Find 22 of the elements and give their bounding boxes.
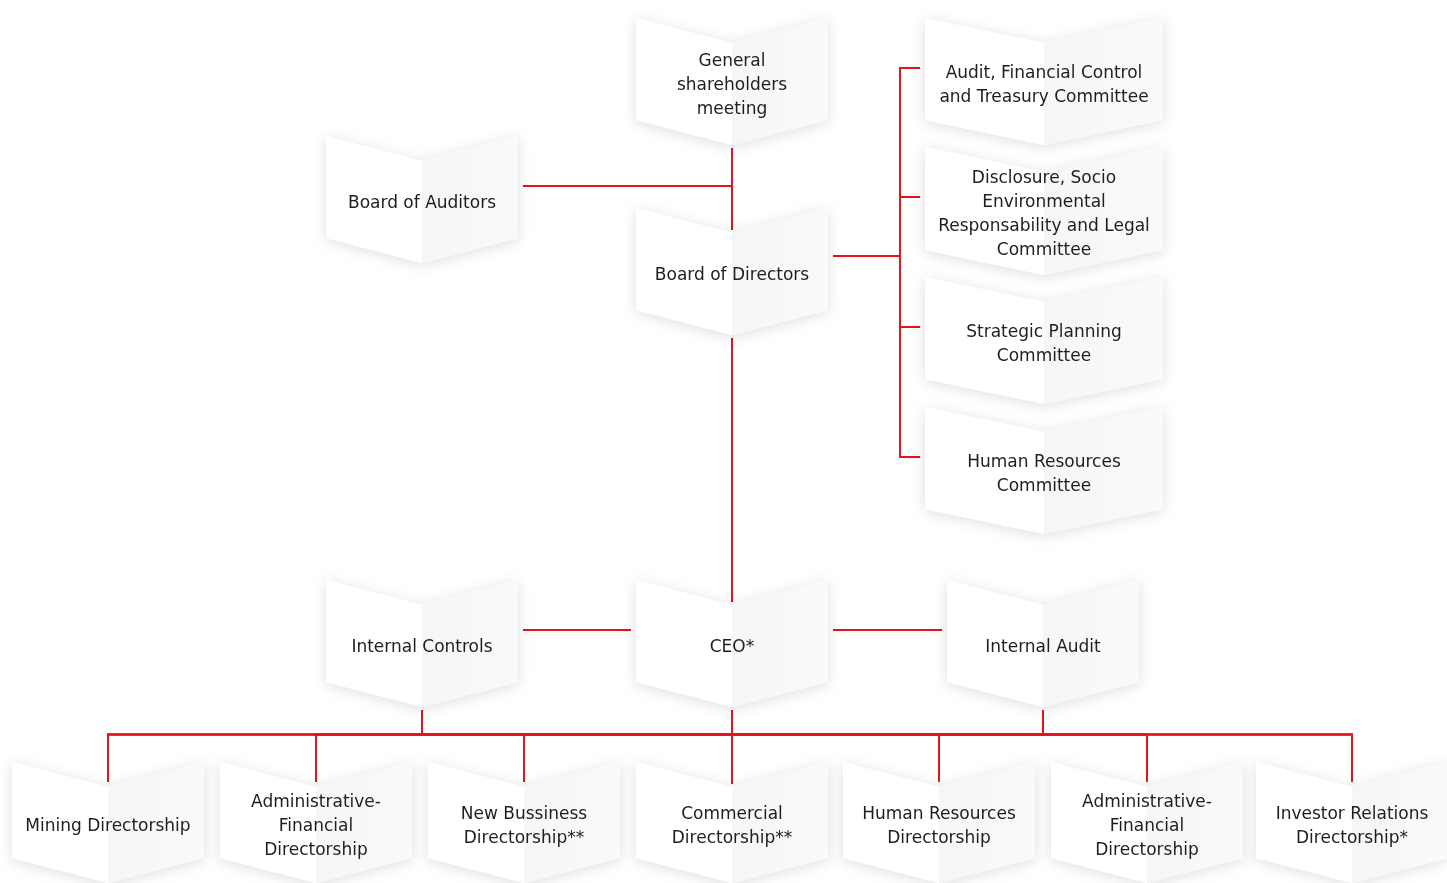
node-label: Human Resources Directorship bbox=[861, 801, 1017, 849]
node-label: Board of Directors bbox=[654, 262, 810, 286]
node-label: Administrative-Financial Directorship bbox=[250, 789, 382, 861]
node-label: Strategic Planning Committee bbox=[965, 319, 1123, 367]
node-label: CEO* bbox=[709, 634, 755, 658]
node-label: Audit, Financial Control and Treasury Committee bbox=[938, 60, 1150, 108]
node-label: Investor Relations Directorship* bbox=[1274, 801, 1430, 849]
node-label: Board of Auditors bbox=[348, 190, 496, 214]
node-label: Mining Directorship bbox=[25, 813, 191, 837]
node-label: Disclosure, Socio Environmental Responsability and Legal Committee bbox=[937, 166, 1151, 261]
node-label: Human Resources Committee bbox=[966, 449, 1122, 497]
connector-line bbox=[731, 337, 733, 603]
node-label: General shareholders meeting bbox=[675, 48, 789, 120]
node-label: Internal Audit bbox=[985, 634, 1101, 658]
node-label: New Bussiness Directorship** bbox=[459, 801, 589, 849]
connector-line bbox=[832, 255, 921, 458]
node-label: Commercial Directorship** bbox=[670, 801, 794, 849]
connector-line bbox=[522, 629, 632, 631]
node-label: Administrative-Financial Directorship bbox=[1081, 789, 1213, 861]
node-label: Internal Controls bbox=[351, 634, 493, 658]
connector-line bbox=[832, 629, 943, 631]
connector-line bbox=[731, 147, 733, 231]
